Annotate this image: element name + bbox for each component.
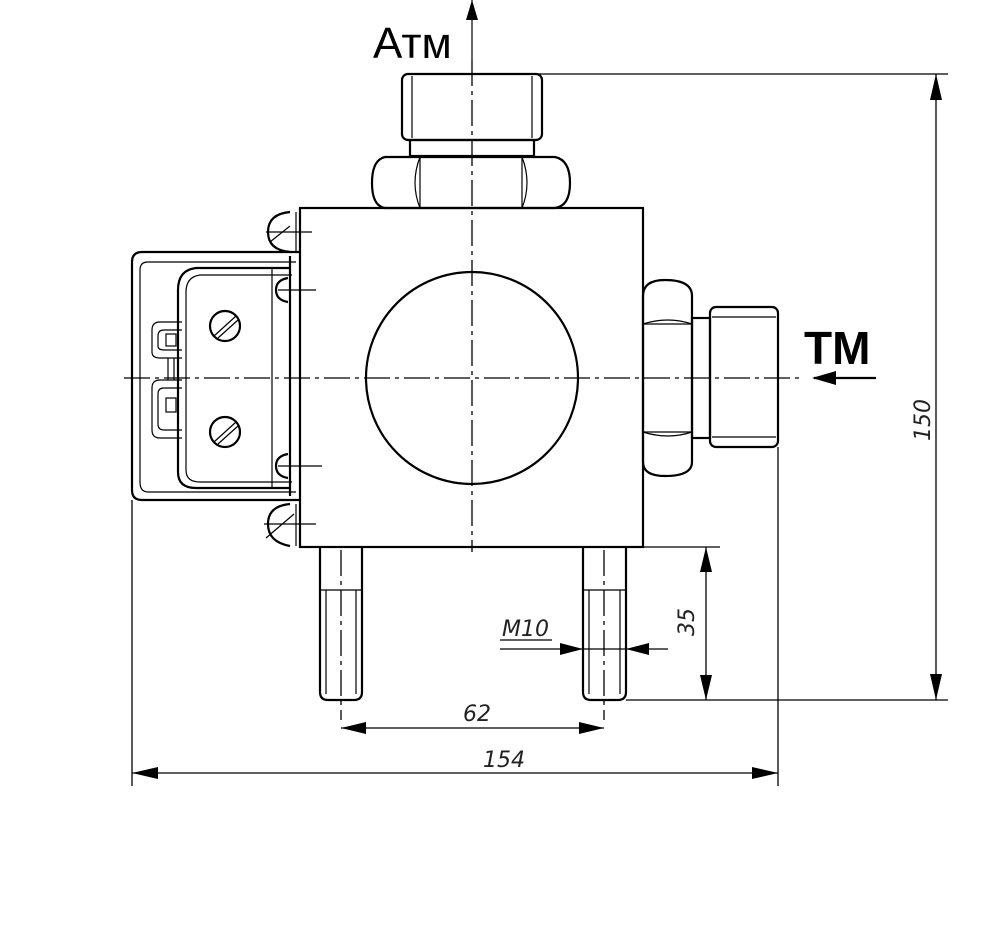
clamp-screw-lower-icon	[274, 452, 322, 480]
top-hex-nut	[370, 155, 572, 210]
dim-thread	[500, 639, 668, 655]
cover-screw-bottom-icon	[264, 502, 316, 548]
terminal-box	[130, 210, 322, 548]
dim-width-label: 154	[483, 748, 525, 773]
cover-screw-top-icon	[266, 210, 312, 254]
dim-stud-length	[643, 546, 720, 700]
stud-left	[318, 547, 364, 702]
right-hex-nut	[641, 278, 694, 478]
center-lines	[124, 60, 800, 720]
tm-arrow	[812, 371, 876, 385]
dim-height	[536, 73, 948, 701]
contact-clips	[151, 321, 182, 439]
main-body	[298, 206, 645, 549]
clamp-screw-upper-icon	[274, 276, 316, 304]
dim-width	[131, 447, 779, 786]
stud-right	[581, 547, 628, 702]
atm-arrow	[466, 0, 478, 60]
dim-spacing	[341, 722, 604, 734]
tm-label: ТМ	[804, 322, 870, 374]
atm-label: Атм	[373, 19, 452, 68]
dim-height-label: 150	[911, 399, 936, 441]
dim-stud-length-label: 35	[675, 608, 700, 636]
right-fitting	[690, 305, 780, 449]
dim-spacing-label: 62	[463, 702, 491, 727]
dim-thread-label: M10	[502, 617, 549, 642]
terminal-screw-bottom-icon	[208, 415, 242, 449]
terminal-screw-top-icon	[208, 309, 242, 343]
